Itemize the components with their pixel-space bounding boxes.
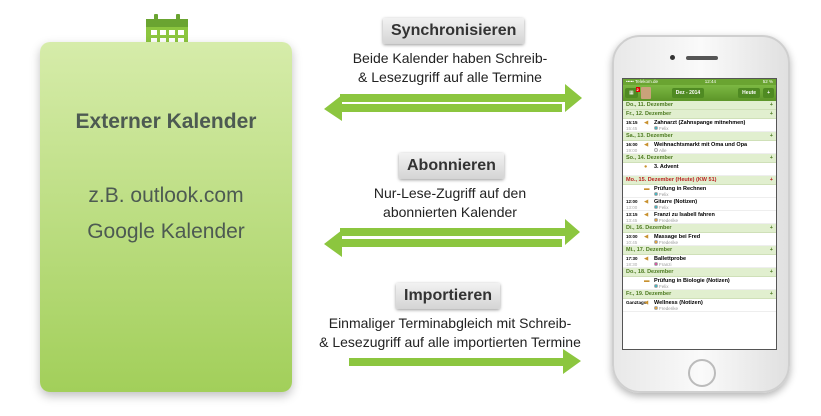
agenda-list: Do., 11. Dezember+Fr., 12. Dezember+15:1… [623,101,776,312]
sync-description: Beide Kalender haben Schreib-& Lesezugri… [352,50,548,85]
event-type-icon: ◀ [644,234,649,240]
add-event-icon[interactable]: + [769,269,773,275]
add-event-icon[interactable]: + [769,102,773,108]
import-label: Importieren [396,283,501,309]
app-toolbar: ▦2 Dez - 2014 Heute + [623,85,776,101]
external-example-2: Google Kalender [87,220,245,243]
day-header[interactable]: Do., 11. Dezember+ [623,101,776,110]
event-row[interactable]: ●3. Advent [623,163,776,176]
bidirectional-arrow [324,219,580,257]
external-example-1: z.B. outlook.com [88,184,244,207]
event-type-icon: ◀ [644,199,649,205]
event-type-icon: ◀ [644,300,649,306]
event-type-icon: ▬ [644,186,650,192]
external-calendar-title: Externer Kalender [75,110,257,133]
month-button[interactable]: Dez - 2014 [671,88,705,98]
add-event-icon[interactable]: + [769,247,773,253]
event-row[interactable]: ▬Prüfung in Biologie (Notizen)Felix [623,277,776,290]
bidirectional-arrow [324,84,582,121]
event-type-icon: ◀ [644,142,649,148]
day-header[interactable]: Mi., 17. Dezember+ [623,246,776,255]
day-header[interactable]: Di., 16. Dezember+ [623,224,776,233]
event-type-icon: ◀ [644,120,649,126]
add-event-icon[interactable]: + [769,111,773,117]
subscribe-label: Abonnieren [399,153,504,179]
day-header[interactable]: So., 14. Dezember+ [623,154,776,163]
today-button[interactable]: Heute [738,88,761,98]
day-header[interactable]: Fr., 19. Dezember+ [623,290,776,299]
day-header[interactable]: Mo., 15. Dezember (Heute) (KW 51)+ [623,176,776,185]
add-button[interactable]: + [763,88,774,98]
event-type-icon: ◀ [644,212,649,218]
add-event-icon[interactable]: + [769,225,773,231]
day-header[interactable]: Sa., 13. Dezember+ [623,132,776,141]
sync-label: Synchronisieren [383,18,525,44]
calendar-list-button[interactable]: ▦2 [625,87,640,98]
event-row[interactable]: Ganztags◀Wellness (Notizen)Frederike [623,299,776,312]
day-header[interactable]: Do., 18. Dezember+ [623,268,776,277]
import-description: Einmaliger Terminabgleich mit Schreib-& … [319,315,581,350]
avatar[interactable] [640,87,651,99]
event-type-icon: ▬ [644,278,650,284]
add-event-icon[interactable]: + [769,177,773,183]
add-event-icon[interactable]: + [769,133,773,139]
event-type-icon: ◀ [644,256,649,262]
event-type-icon: ● [644,164,648,170]
right-arrow [349,349,581,374]
add-event-icon[interactable]: + [769,155,773,161]
external-calendar-panel: Externer Kalender z.B. outlook.com Googl… [40,42,292,392]
add-event-icon[interactable]: + [769,291,773,297]
day-header[interactable]: Fr., 12. Dezember+ [623,110,776,119]
